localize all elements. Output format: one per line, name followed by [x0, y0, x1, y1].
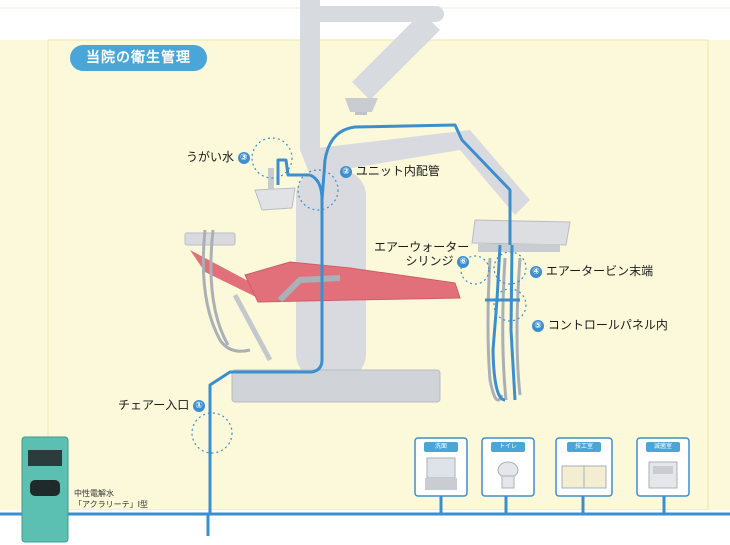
label-chair-inlet-num: ①: [193, 400, 206, 412]
room-tag-sterilization-room: 滅菌室: [646, 442, 680, 452]
room-icons: [414, 437, 690, 497]
label-air-turbine-num: ④: [530, 266, 542, 278]
room-tag-toilet: トイレ: [491, 442, 525, 452]
page-title: 当院の衛生管理: [70, 45, 207, 71]
light-arm: [300, 0, 444, 150]
label-air-water-syringe: エアーウォーター シリンジ ⑥: [374, 240, 470, 268]
label-chair-inlet: チェアー入口 ①: [118, 398, 206, 412]
label-air-water-syringe-line2: シリンジ: [405, 254, 454, 268]
label-chair-inlet-text: チェアー入口: [118, 398, 190, 412]
device-caption-line2: 「アクラリーテ」I型: [74, 500, 148, 509]
room-tag-technician-room: 技工室: [567, 442, 601, 452]
label-rinse-water-text: うがい水: [186, 150, 235, 164]
room-tag-washroom: 洗面: [424, 442, 458, 452]
label-rinse-water: うがい水 ③: [186, 150, 250, 164]
label-unit-piping: ② ユニット内配管: [340, 164, 440, 178]
hoses: [201, 229, 522, 402]
label-unit-piping-text: ユニット内配管: [355, 164, 440, 178]
label-control-panel: ⑤ コントロールパネル内: [532, 318, 668, 332]
label-air-water-syringe-line1: エアーウォーター: [374, 240, 470, 254]
label-control-panel-num: ⑤: [532, 320, 544, 332]
instrument-tray: [471, 219, 571, 252]
chair: [190, 250, 461, 362]
electrolysis-device: [21, 436, 69, 543]
label-rinse-water-num: ③: [237, 152, 250, 164]
callout-circles: [191, 137, 527, 454]
device-caption-line1: 中性電解水: [74, 489, 114, 498]
label-air-turbine-text: エアータービン末端: [545, 264, 654, 278]
cuspidor: [254, 168, 296, 211]
label-air-turbine: ④ エアータービン末端: [530, 264, 653, 278]
label-air-water-syringe-num: ⑥: [457, 256, 470, 268]
label-unit-piping-num: ②: [340, 166, 352, 178]
water-pipes: [0, 123, 730, 536]
label-control-panel-text: コントロールパネル内: [547, 318, 668, 332]
device-caption: 中性電解水 「アクラリーテ」I型: [74, 488, 148, 510]
